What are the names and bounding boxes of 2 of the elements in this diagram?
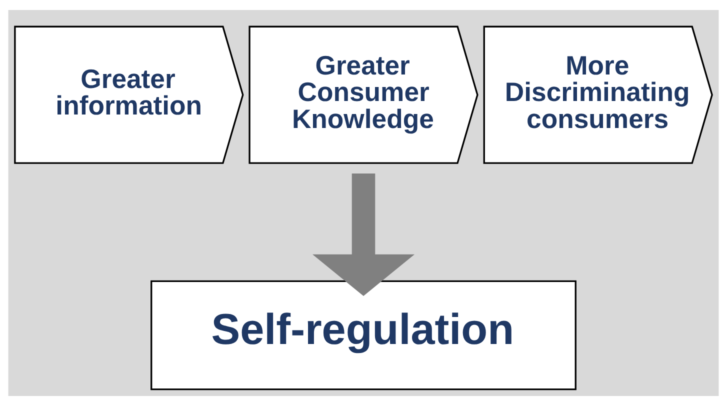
node-box: Self-regulation — [150, 280, 576, 390]
arrow — [312, 173, 415, 296]
